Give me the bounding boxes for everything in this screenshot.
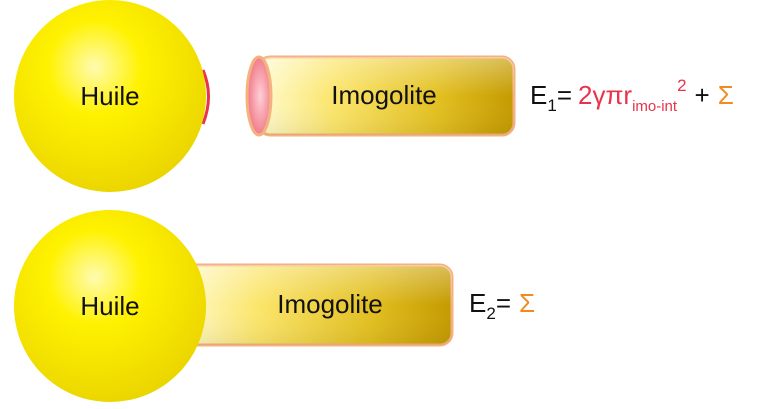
e1-sigma: Σ [718, 80, 734, 110]
imogolite-tube-bottom: Imogolite [174, 263, 454, 347]
e2-sigma: Σ [519, 288, 535, 318]
e1-plus: + [695, 80, 710, 110]
oil-label-bottom: Huile [80, 291, 139, 321]
tube-label-top: Imogolite [331, 80, 437, 110]
e2-lhs: E [469, 288, 486, 318]
e1-lhs-sub: 1 [547, 96, 556, 115]
oil-droplet-top [14, 0, 206, 192]
tube-open-end-top [245, 55, 273, 137]
e1-term-sub: imo-int [632, 98, 678, 115]
oil-droplet-bottom [14, 210, 206, 402]
e1-term-sup: 2 [677, 76, 686, 95]
e1-lhs: E [530, 80, 547, 110]
equation-e2: E2= Σ [469, 288, 535, 323]
equation-e1: E1=2γπrimo-int 2 + Σ [530, 76, 734, 115]
imogolite-tube-top: Imogolite [245, 55, 516, 137]
e1-term: 2γπr [578, 80, 632, 110]
oil-label-top: Huile [80, 81, 139, 111]
e1-equals: = [557, 80, 572, 110]
tube-label-bottom: Imogolite [277, 289, 383, 319]
bottom-row: Imogolite Huile E2= Σ [14, 210, 535, 402]
e2-equals: = [496, 288, 511, 318]
e2-lhs-sub: 2 [486, 304, 495, 323]
top-row: Huile Imogolite E1=2γπrimo-int 2 + Σ [14, 0, 734, 192]
oil-water-interface-arc [201, 69, 210, 125]
